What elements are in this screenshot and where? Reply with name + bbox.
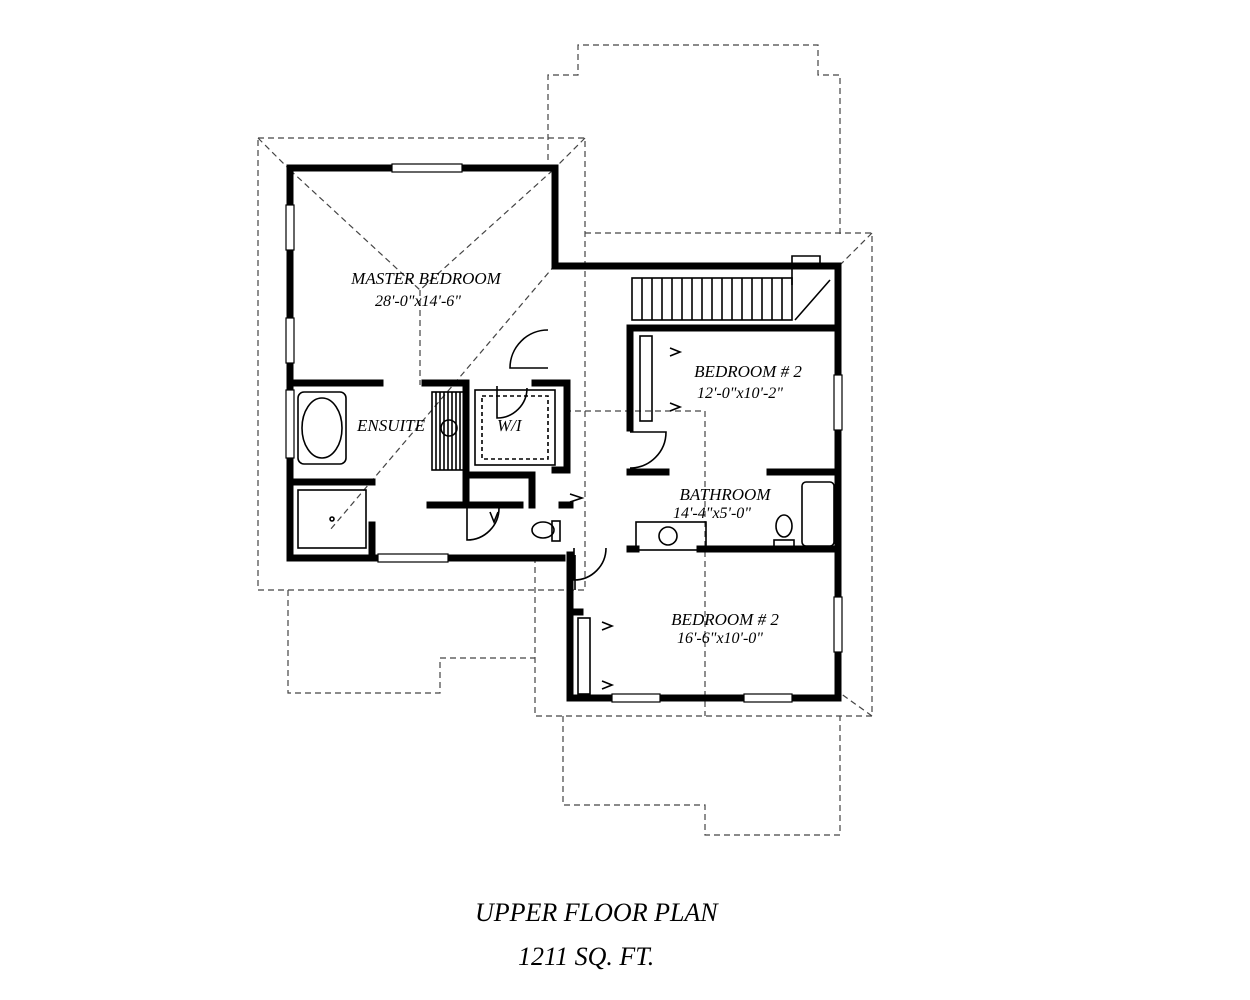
window-master-left-2 [285, 317, 295, 364]
plan-title: UPPER FLOOR PLAN [475, 898, 719, 927]
room-name-master: MASTER BEDROOM [350, 269, 502, 288]
window-bedroom-b-1 [611, 693, 661, 703]
toilet-ensuite [531, 521, 555, 539]
window-ensuite [285, 389, 295, 459]
room-dim-bedroom-b: 16'-6"x10'-0" [677, 630, 763, 647]
door-ensuite [466, 507, 500, 541]
shower [297, 489, 367, 549]
room-name-bathroom: BATHROOM [680, 485, 772, 504]
tub-bathroom [801, 481, 835, 547]
room-name-walkin: W/I [497, 416, 523, 435]
door-walkin [496, 386, 528, 419]
room-dim-bathroom: 14'-4"x5'-0" [673, 505, 751, 522]
doors [466, 329, 667, 590]
staircase [631, 255, 831, 321]
fixtures [297, 391, 835, 551]
room-dim-bedroom-a: 12'-0"x10'-2" [697, 385, 783, 402]
closets [474, 335, 683, 695]
window-master-top [391, 163, 463, 173]
room-name-bedroom-b: BEDROOM # 2 [671, 610, 779, 629]
sink-bathroom [658, 526, 678, 546]
windows [285, 163, 843, 703]
vanity-ensuite [431, 391, 467, 471]
window-ensuite-bottom [377, 553, 449, 563]
sink-ensuite [440, 419, 458, 437]
window-bedroom-a [833, 374, 843, 431]
tub-ensuite [297, 391, 347, 465]
room-name-ensuite: ENSUITE [356, 416, 426, 435]
plan-footer: UPPER FLOOR PLAN 1211 SQ. FT. [475, 898, 719, 971]
shower-drain [329, 516, 335, 522]
roof-outline [257, 44, 873, 836]
room-name-bedroom-a: BEDROOM # 2 [694, 362, 802, 381]
vanity-bathroom [635, 521, 707, 551]
door-master [509, 329, 549, 369]
plan-area: 1211 SQ. FT. [518, 942, 654, 971]
tub-bowl [301, 397, 343, 459]
window-master-left-1 [285, 204, 295, 251]
toilet-bathroom [775, 514, 793, 538]
window-bedroom-b-2 [743, 693, 793, 703]
room-dim-master: 28'-0"x14'-6" [375, 293, 461, 310]
room-labels: MASTER BEDROOM 28'-0"x14'-6" ENSUITE W/I… [350, 269, 802, 647]
door-bedroom-a [629, 431, 667, 469]
window-bedroom-b [833, 596, 843, 653]
door-bathroom [573, 547, 607, 581]
